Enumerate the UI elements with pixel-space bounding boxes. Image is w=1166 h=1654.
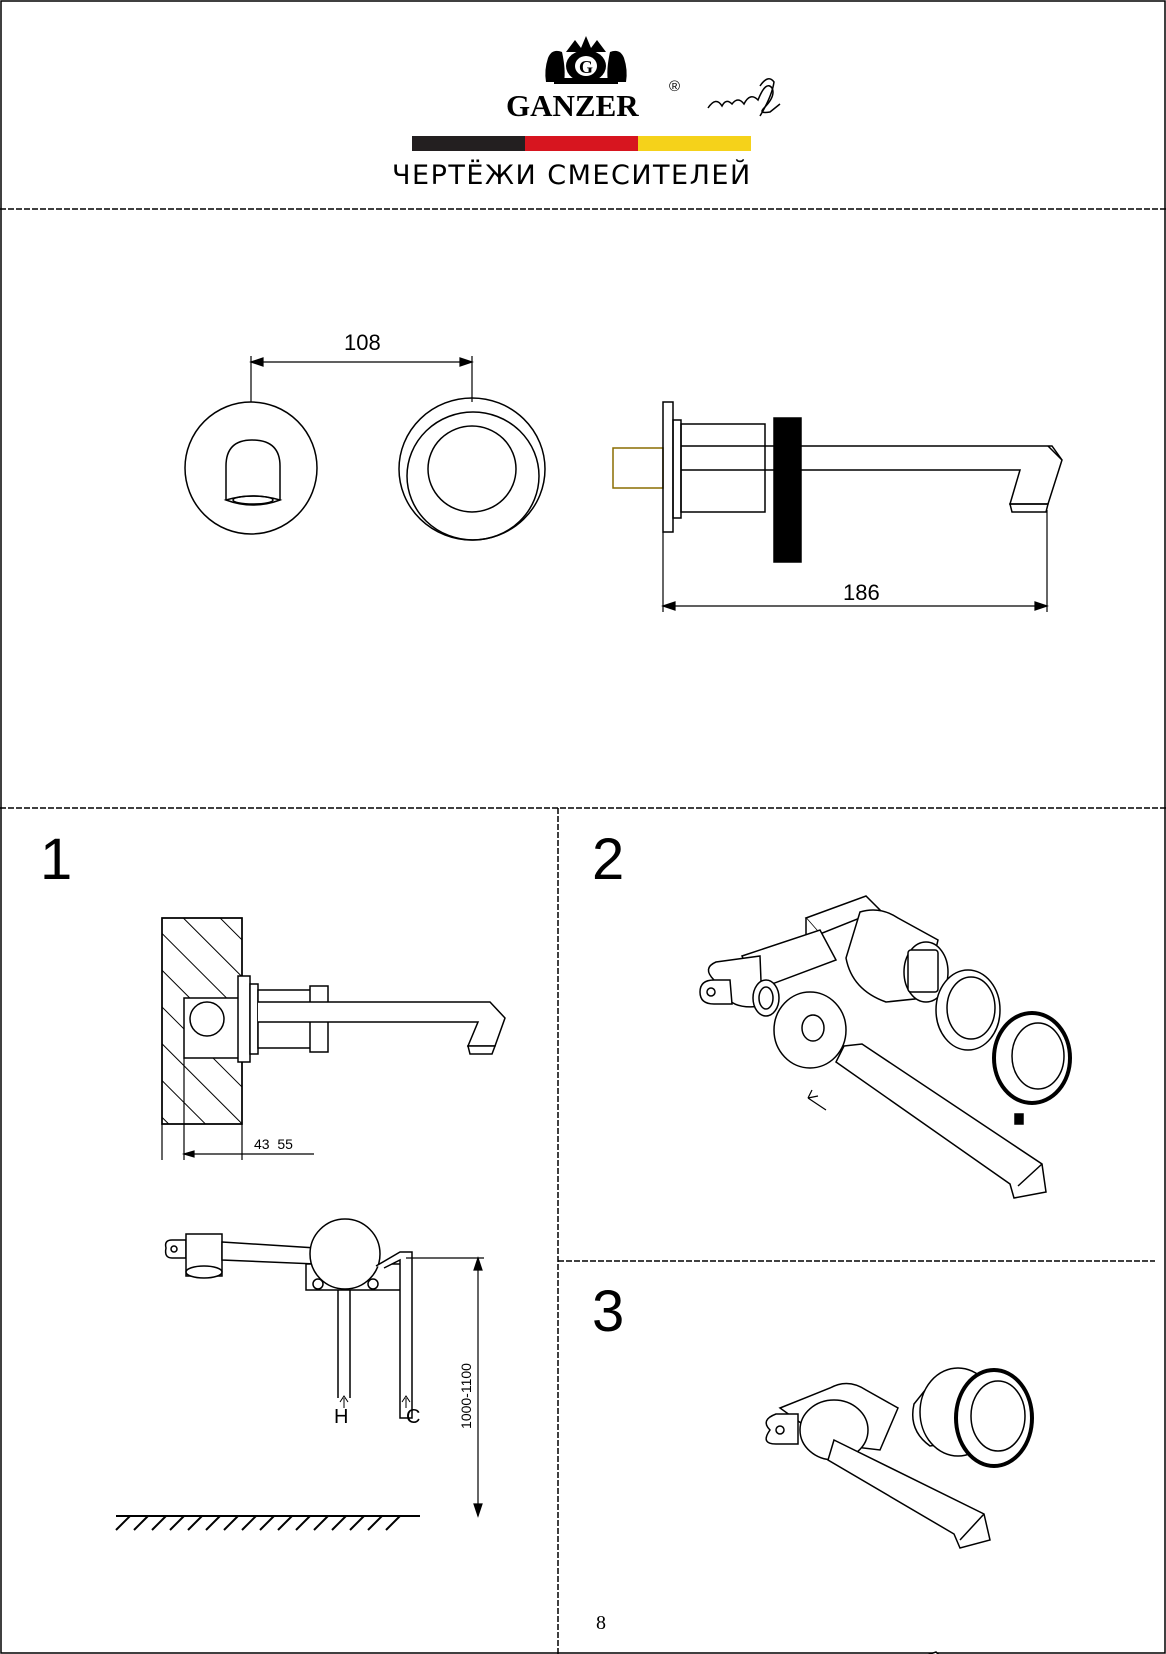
registered-mark: ® — [669, 78, 681, 95]
step-number-2: 2 — [592, 827, 625, 892]
brand-name: GANZER — [506, 88, 639, 123]
wall-depth-label: 43 55 — [254, 1136, 293, 1152]
step-number-3: 3 — [592, 1279, 625, 1344]
dimension-186 — [661, 510, 1049, 612]
dimension-108 — [249, 356, 474, 402]
mounting-height-label: 1000-1100 — [458, 1363, 474, 1429]
floor-line — [115, 1515, 420, 1531]
inlet-arrows — [339, 1395, 411, 1408]
page-number: 8 — [596, 1612, 606, 1634]
signature-mark — [707, 78, 781, 117]
hot-inlet-label: H — [334, 1406, 349, 1428]
concealed-body-top-view — [164, 1218, 413, 1419]
ganzer-crest-logo: G — [545, 36, 627, 84]
step-number-1: 1 — [40, 827, 73, 892]
tricolor-bar — [412, 136, 751, 151]
front-view-spout — [184, 401, 318, 535]
svg-text:G: G — [579, 57, 593, 77]
front-view-handle — [398, 397, 546, 541]
dimension-186-label: 186 — [843, 580, 880, 605]
assembled-mixer — [765, 1367, 1034, 1654]
wall-mounted-spout-section — [183, 975, 506, 1063]
assembly-direction-arrow — [807, 1089, 827, 1111]
wall-depth-dimension — [161, 1058, 314, 1160]
cold-inlet-label: C — [406, 1406, 421, 1428]
height-dimension — [406, 1256, 484, 1518]
page-title: ЧЕРТЁЖИ СМЕСИТЕЛЕЙ — [392, 160, 752, 191]
dimension-108-label: 108 — [344, 330, 381, 355]
exploded-assembly — [699, 895, 1072, 1199]
side-view-spout — [612, 401, 1063, 563]
